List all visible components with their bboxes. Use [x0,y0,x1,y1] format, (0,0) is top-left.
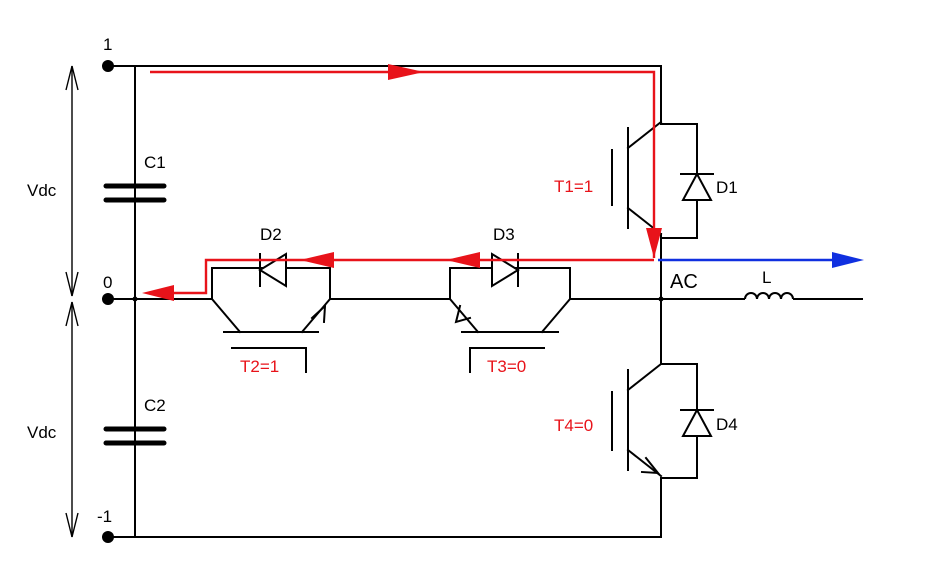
junction-dot-left [132,296,138,302]
label-inductor: L [762,268,771,287]
inductor-l [744,292,794,301]
circuit-wiring [107,65,863,538]
label-vdc-upper: Vdc [27,181,57,200]
label-d4: D4 [716,415,738,434]
switch-state-t2: T2=1 [240,357,279,376]
switch-state-t4: T4=0 [554,416,593,435]
switch-state-t1: T1=1 [554,177,593,196]
current-arrow-t1 [646,228,662,258]
vdc-lower-indicator [65,301,79,538]
junction-dot-ac [658,296,664,302]
label-vdc-lower: Vdc [27,423,57,442]
current-arrow-d2 [300,252,334,268]
label-d3: D3 [493,225,515,244]
diode-d4 [660,363,714,479]
igbt-t4 [611,362,663,478]
node-dot-top [102,60,114,72]
switch-state-t3: T3=0 [487,357,526,376]
node-label-mid: 0 [103,273,112,292]
label-d1: D1 [716,178,738,197]
node-dot-bottom [102,531,114,543]
label-c1: C1 [144,153,166,172]
node-label-top: 1 [103,35,112,54]
output-current-blue [658,252,864,268]
output-current-arrow [832,252,864,268]
current-arrow-top [388,64,424,80]
current-arrow-d3 [446,252,480,268]
node-dot-mid [102,293,114,305]
igbt-t1 [611,109,663,236]
node-label-ac: AC [670,271,698,293]
node-label-bottom: -1 [97,507,112,526]
capacitor-c2 [103,426,167,446]
label-c2: C2 [144,396,166,415]
vdc-upper-indicator [65,65,79,297]
current-arrow-neutral [142,285,174,301]
diode-d1 [660,123,714,239]
label-d2: D2 [260,225,282,244]
current-path-red [142,64,662,301]
capacitor-c1 [103,159,167,203]
